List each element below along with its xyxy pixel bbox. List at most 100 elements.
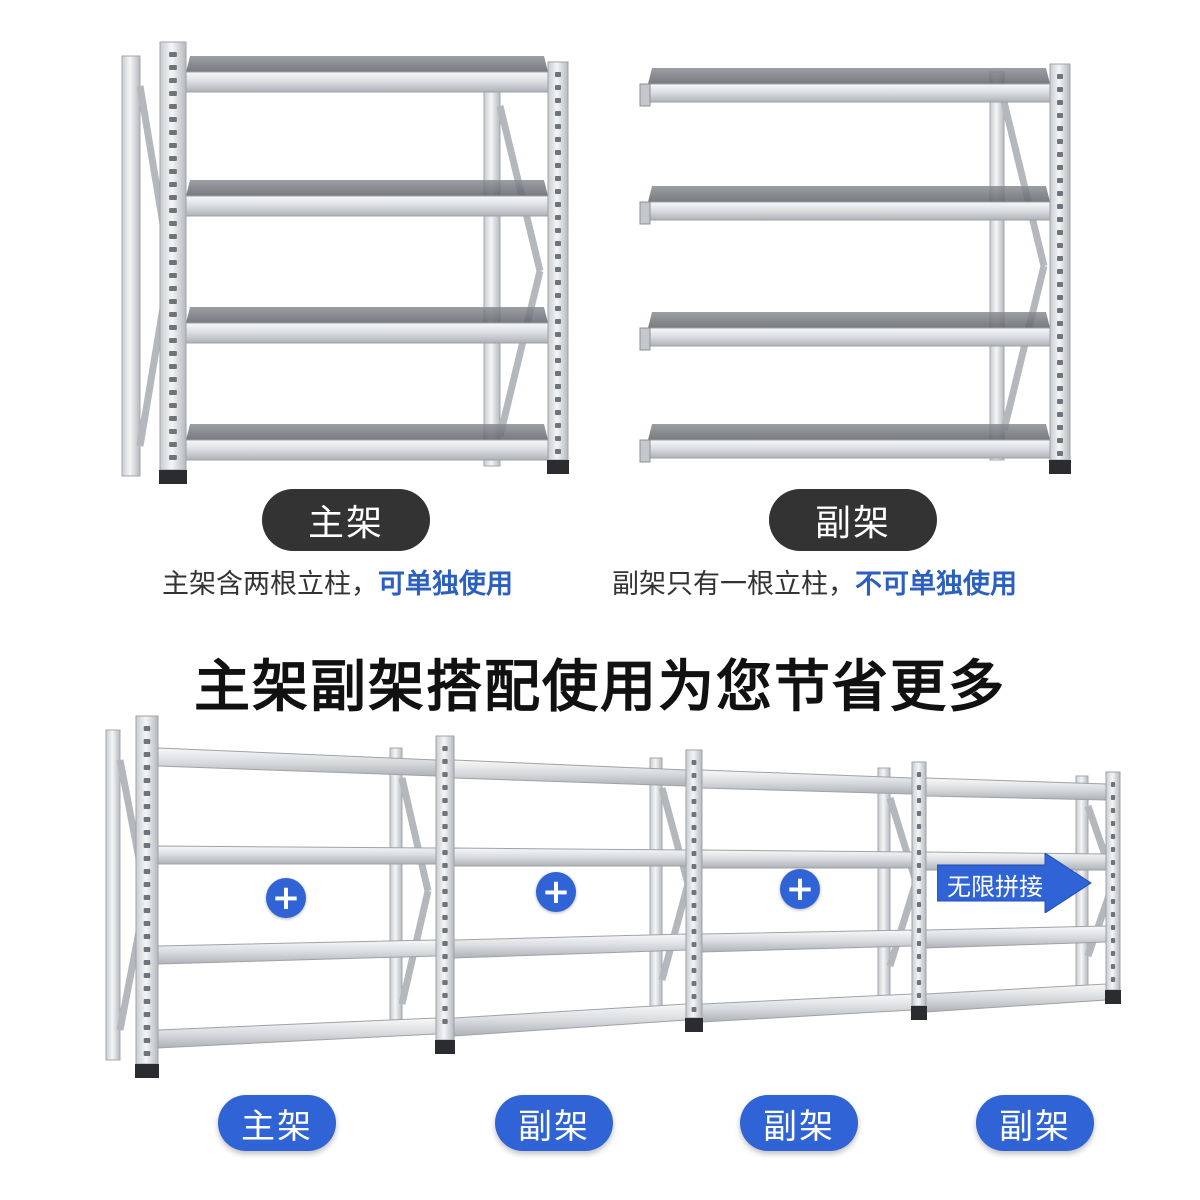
post-hole	[691, 773, 697, 778]
post-hole	[555, 384, 561, 389]
bottom-label-sub: 副架	[740, 1095, 858, 1151]
post-hole	[916, 889, 922, 894]
post-hole	[555, 202, 561, 207]
post-hole	[169, 325, 177, 330]
bottom-label-sub: 副架	[495, 1095, 613, 1151]
post-hole	[169, 260, 177, 265]
post-hole	[143, 778, 151, 783]
post-hole	[442, 941, 448, 946]
post-hole	[1057, 321, 1063, 326]
shelf-beam	[453, 1003, 687, 1037]
shelf-deck	[648, 312, 1050, 328]
post-hole	[169, 156, 177, 161]
back-post	[121, 55, 141, 477]
shelf-deck	[186, 424, 548, 440]
post-hole	[555, 176, 561, 181]
post-hole	[916, 915, 922, 920]
post-hole	[1110, 977, 1116, 982]
arrow-text: 无限拼接	[947, 873, 1043, 901]
shelf-beam	[647, 83, 1051, 103]
post-hole	[143, 882, 151, 887]
post-hole	[1057, 256, 1063, 261]
post-hole	[1110, 951, 1116, 956]
post-hole	[169, 169, 177, 174]
post-hole	[916, 863, 922, 868]
shelf-beam	[647, 201, 1051, 221]
main-frame-label: 主架	[262, 489, 430, 551]
post-hole	[1057, 87, 1063, 92]
foot-pad	[435, 1040, 455, 1054]
post-hole	[169, 65, 177, 70]
main-desc-prefix: 主架含两根立柱，	[162, 569, 378, 600]
post-hole	[691, 825, 697, 830]
post-hole	[1057, 113, 1063, 118]
post-hole	[169, 416, 177, 421]
post-hole	[143, 1051, 151, 1056]
post-hole	[1057, 230, 1063, 235]
post-hole	[169, 442, 177, 447]
post-hole	[1110, 886, 1116, 891]
post-hole	[169, 52, 177, 57]
hook-bracket	[639, 327, 651, 351]
foot-pad	[547, 460, 569, 474]
post-hole	[169, 364, 177, 369]
foot-pad	[159, 470, 187, 484]
post-hole	[1110, 782, 1116, 787]
post-hole	[1057, 451, 1063, 456]
sub-desc-highlight: 不可单独使用	[855, 569, 1017, 600]
foot-pad	[135, 1064, 159, 1078]
post-hole	[1110, 899, 1116, 904]
shelf-deck	[186, 180, 548, 196]
post-hole	[143, 856, 151, 861]
post-hole	[169, 208, 177, 213]
post-hole	[555, 397, 561, 402]
post-hole	[143, 908, 151, 913]
post-hole	[1110, 834, 1116, 839]
sub-frame-label: 副架	[769, 489, 937, 551]
post-hole	[169, 338, 177, 343]
post-hole	[555, 72, 561, 77]
post-hole	[555, 137, 561, 142]
post-hole	[1110, 821, 1116, 826]
post-hole	[442, 772, 448, 777]
post-hole	[555, 215, 561, 220]
post-hole	[916, 850, 922, 855]
post-hole	[555, 436, 561, 441]
foot-pad	[911, 1006, 927, 1020]
post-hole	[1057, 100, 1063, 105]
post-hole	[169, 377, 177, 382]
shelf-deck	[186, 307, 548, 323]
post-hole	[691, 812, 697, 817]
post-hole	[143, 726, 151, 731]
post-hole	[555, 345, 561, 350]
post-hole	[691, 981, 697, 986]
plus-icon: +	[536, 872, 576, 912]
post-hole	[442, 746, 448, 751]
post-hole	[1057, 74, 1063, 79]
post-hole	[1057, 347, 1063, 352]
post-hole	[691, 994, 697, 999]
post-hole	[169, 299, 177, 304]
post-hole	[691, 838, 697, 843]
bottom-label-text: 主架	[241, 1106, 313, 1147]
post-hole	[1057, 412, 1063, 417]
upright-post	[159, 41, 187, 471]
post-hole	[691, 851, 697, 856]
post-hole	[916, 798, 922, 803]
post-hole	[442, 993, 448, 998]
post-hole	[1057, 269, 1063, 274]
hook-bracket	[639, 83, 651, 107]
bottom-label-main: 主架	[218, 1095, 336, 1151]
post-hole	[442, 824, 448, 829]
shelf-beam	[185, 71, 549, 93]
shelf-deck	[648, 186, 1050, 202]
post-hole	[1057, 217, 1063, 222]
shelf-beam	[185, 322, 549, 344]
post-hole	[916, 876, 922, 881]
post-hole	[143, 739, 151, 744]
shelf-beam	[925, 983, 1107, 1013]
post-hole	[691, 1007, 697, 1012]
hook-bracket	[639, 201, 651, 225]
post-hole	[169, 286, 177, 291]
post-hole	[1110, 808, 1116, 813]
